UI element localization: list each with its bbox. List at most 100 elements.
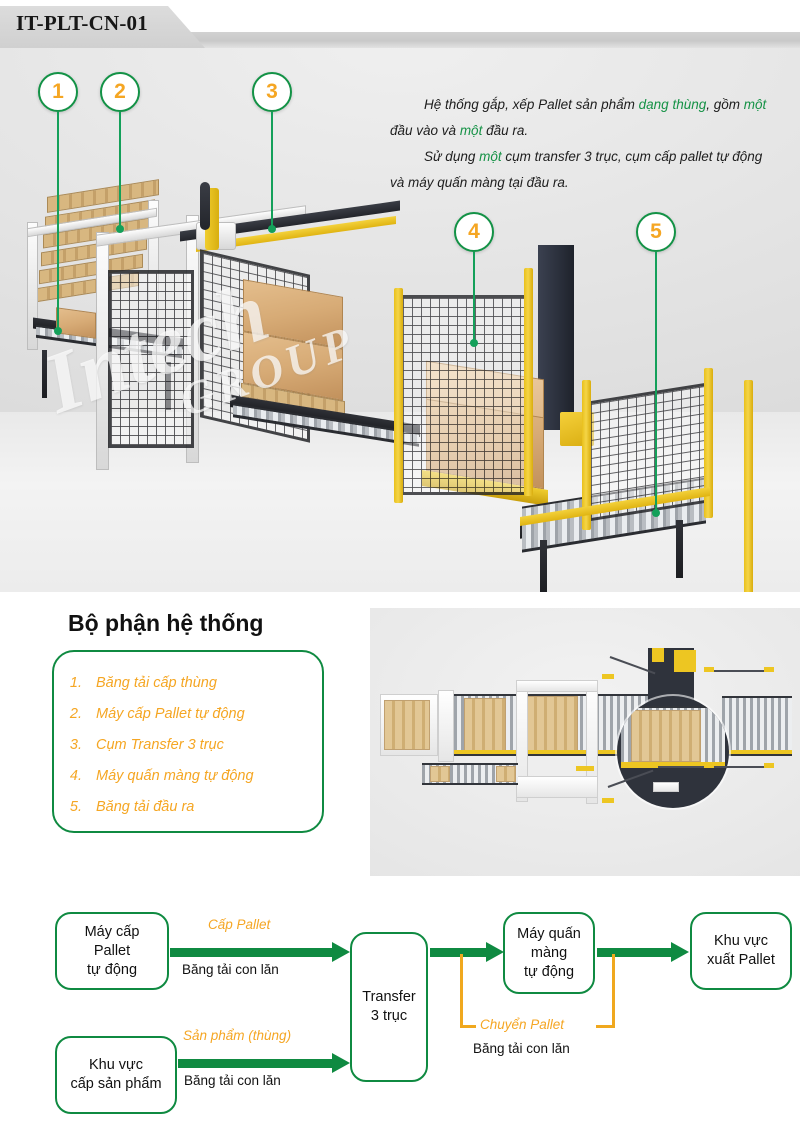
diagram-tick-bottom-left xyxy=(602,798,614,803)
guard-post-far-right xyxy=(744,380,753,592)
gantry-cable-track xyxy=(200,182,210,230)
callout-marker-1[interactable]: 1 xyxy=(38,72,78,335)
guard-post-o2 xyxy=(704,368,713,518)
flow-wrapper-line3: tự động xyxy=(523,963,575,980)
desc-p2-a: Sử dụng xyxy=(424,149,480,164)
hero-description: Hệ thống gắp, xếp Pallet sản phẩm dạng t… xyxy=(390,92,780,196)
desc-p1-hl3: một xyxy=(459,123,483,138)
part-3-label: Cụm Transfer 3 trục xyxy=(96,737,224,753)
title-banner: IT-PLT-CN-01 xyxy=(0,0,800,48)
flow-output-line2: xuất Pallet xyxy=(707,952,775,968)
callout-5-number: 5 xyxy=(636,212,676,252)
part-4-number: 4. xyxy=(69,768,82,784)
description-paragraph-1: Hệ thống gắp, xếp Pallet sản phẩm dạng t… xyxy=(390,92,780,144)
parts-section-title: Bộ phận hệ thống xyxy=(68,610,264,636)
arrow-3-shaft xyxy=(430,948,486,957)
flow-pallet-feeder-line1: Máy cấp xyxy=(84,923,140,940)
callout-marker-2[interactable]: 2 xyxy=(100,72,140,233)
flow-label-chuyen-pallet: Chuyển Pallet xyxy=(480,1017,565,1032)
diagram-outfeed-conveyor xyxy=(722,696,792,756)
infeed-conveyor-leg-1 xyxy=(42,350,47,398)
pallet-magazine-frame-left xyxy=(27,222,38,350)
diagram-dim-tick-b2 xyxy=(704,763,714,768)
diagram-wrapper-corner-marker xyxy=(652,652,664,662)
diagram-outfeed-strip xyxy=(722,750,792,754)
magnifier-sensor xyxy=(653,782,679,792)
outfeed-conveyor-leg-2 xyxy=(676,520,683,578)
part-5-number: 5. xyxy=(69,799,82,815)
safety-guard-wrapper xyxy=(400,295,528,495)
parts-list-item-5[interactable]: 5. Băng tải đầu ra xyxy=(54,792,322,823)
bracket-right-vertical xyxy=(612,954,615,1028)
flow-transfer-line2: 3 trục xyxy=(370,1008,408,1024)
desc-p1-c: đầu vào và xyxy=(390,123,460,138)
part-3-number: 3. xyxy=(69,737,82,753)
diagram-gantry-top-beam xyxy=(516,680,598,692)
diagram-tick-top-right xyxy=(652,648,664,653)
diagram-dim-tick-t2 xyxy=(764,667,774,672)
bracket-right-foot xyxy=(596,1025,615,1028)
parts-list-box: 1. Băng tải cấp thùng 2. Máy cấp Pallet … xyxy=(52,650,324,833)
parts-list-item-2[interactable]: 2. Máy cấp Pallet tự động xyxy=(54,699,322,730)
diagram-conveyor-safety-strip xyxy=(454,750,654,754)
diagram-dim-tick-b1 xyxy=(648,763,658,768)
system-layout-diagram xyxy=(370,608,800,876)
part-2-label: Máy cấp Pallet tự động xyxy=(96,706,245,722)
arrow-4-head xyxy=(671,942,689,962)
arrow-2-head xyxy=(332,1053,350,1073)
diagram-conveyor-pallet-1 xyxy=(464,698,506,752)
diagram-tick-top-left xyxy=(602,674,614,679)
arrow-1-head xyxy=(332,942,350,962)
callout-marker-4[interactable]: 4 xyxy=(454,212,494,347)
diagram-gantry-bottom-beam xyxy=(516,776,598,798)
flow-box-transfer[interactable]: Transfer 3 trục xyxy=(350,932,428,1082)
magnifier-pallet xyxy=(631,710,701,762)
diagram-wrapper-head xyxy=(674,650,696,672)
flow-arrow-product-to-transfer xyxy=(178,1053,350,1073)
callout-1-stem xyxy=(54,112,62,335)
safety-guard-center xyxy=(108,270,194,448)
banner-bar-left xyxy=(0,6,205,48)
flow-box-output[interactable]: Khu vực xuất Pallet xyxy=(690,912,792,990)
diagram-gantry-marker xyxy=(576,766,594,771)
outfeed-conveyor-leg-1 xyxy=(540,540,547,592)
description-paragraph-2: Sử dụng một cụm transfer 3 trục, cụm cấp… xyxy=(390,144,780,196)
flow-box-pallet-feeder[interactable]: Máy cấp Pallet tự động xyxy=(55,912,169,990)
part-4-label: Máy quấn màng tự động xyxy=(96,768,254,784)
callout-4-stem xyxy=(470,252,478,347)
guard-post-w1 xyxy=(394,288,403,503)
part-1-label: Băng tải cấp thùng xyxy=(96,675,217,691)
desc-p2-hl1: một xyxy=(479,149,502,164)
flow-bracket-chuyen-pallet xyxy=(460,954,635,1034)
flow-transfer-line1: Transfer xyxy=(362,989,416,1005)
desc-p1-hl2: một xyxy=(743,97,767,112)
flow-box-product-supply[interactable]: Khu vực cấp sản phẩm xyxy=(55,1036,177,1114)
flow-product-supply-line2: cấp sản phẩm xyxy=(70,1076,162,1092)
callout-3-stem xyxy=(268,112,276,233)
parts-left-column: Bộ phận hệ thống 1. Băng tải cấp thùng 2… xyxy=(0,592,370,884)
flow-label-san-pham: Sản phẩm (thùng) xyxy=(183,1028,292,1043)
hero-render-panel: Intech GROUP Hệ thống gắp, xếp Pallet sả… xyxy=(0,40,800,592)
flow-wrapper-line2: màng xyxy=(530,944,568,961)
diagram-dim-tick-t1 xyxy=(704,667,714,672)
flow-label-conveyor-3: Băng tải con lăn xyxy=(473,1041,570,1056)
flow-pallet-feeder-line3: tự động xyxy=(86,961,138,978)
parts-list-item-3[interactable]: 3. Cụm Transfer 3 trục xyxy=(54,730,322,761)
diagram-infeed-box-2 xyxy=(496,766,516,782)
diagram-magnifier-circle xyxy=(617,696,729,808)
parts-list-item-4[interactable]: 4. Máy quấn màng tự động xyxy=(54,761,322,792)
callout-marker-3[interactable]: 3 xyxy=(252,72,292,233)
diagram-dim-line-top xyxy=(708,670,770,672)
flow-box-wrapper[interactable]: Máy quấn màng tự động xyxy=(503,912,595,994)
diagram-infeed-box-1 xyxy=(430,766,450,782)
arrow-2-shaft xyxy=(178,1059,332,1068)
parts-list-item-1[interactable]: 1. Băng tải cấp thùng xyxy=(54,668,322,699)
flow-pallet-feeder-line2: Pallet xyxy=(93,942,131,959)
flow-wrapper-line1: Máy quấn xyxy=(517,925,581,942)
flow-arrow-wrapper-to-output xyxy=(597,942,691,962)
callout-marker-5[interactable]: 5 xyxy=(636,212,676,517)
page-title: IT-PLT-CN-01 xyxy=(16,11,148,35)
callout-2-stem xyxy=(116,112,124,233)
flow-label-cap-pallet: Cấp Pallet xyxy=(208,917,271,932)
arrow-3-head xyxy=(486,942,504,962)
